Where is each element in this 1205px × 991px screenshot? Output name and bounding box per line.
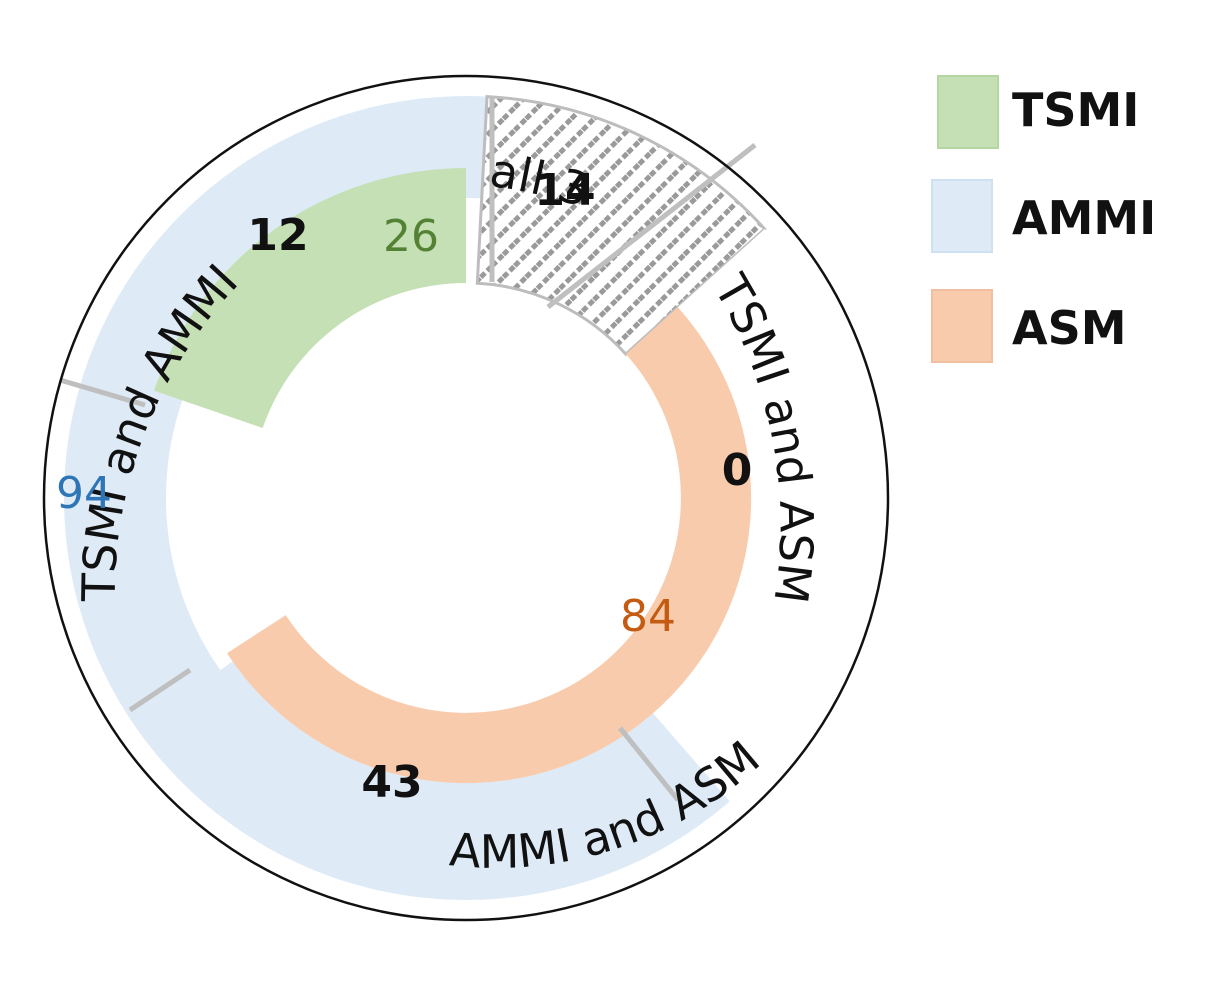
legend-swatch-asm xyxy=(931,289,993,363)
inner-sector-tsmi xyxy=(154,168,466,428)
legend-swatch-ammi xyxy=(931,179,993,253)
separator-ammi-asm xyxy=(128,667,192,713)
separator-tsmi-ammi xyxy=(59,377,146,408)
inner-sector-asm xyxy=(227,307,752,784)
legend-label-tsmi: TSMI xyxy=(1012,83,1139,137)
value-label-ammi: 94 xyxy=(56,468,112,519)
outer-boundary xyxy=(42,74,890,922)
separator-tsmi-asm xyxy=(618,726,680,802)
legend-label-asm: ASM xyxy=(1012,301,1127,355)
legend-label-ammi: AMMI xyxy=(1012,191,1156,245)
value-label-tsmi-ammi: 12 xyxy=(247,210,308,261)
outer-sector-ammi xyxy=(64,373,221,729)
legend-swatch-tsmi xyxy=(937,75,999,149)
value-label-ammi-asm: 43 xyxy=(361,757,422,808)
value-label-asm: 84 xyxy=(620,591,676,642)
outer-sector-tsmi-asm xyxy=(653,229,868,802)
outer-sector-all-3 xyxy=(475,95,767,357)
value-label-tsmi-asm: 0 xyxy=(722,445,753,496)
separator-all3-end xyxy=(546,143,757,309)
outer-sector-ammi-asm xyxy=(136,661,730,900)
legend: TSMI AMMI ASM xyxy=(931,75,1156,363)
value-label-tsmi: 26 xyxy=(383,211,439,262)
value-label-all-3: 14 xyxy=(534,165,595,216)
